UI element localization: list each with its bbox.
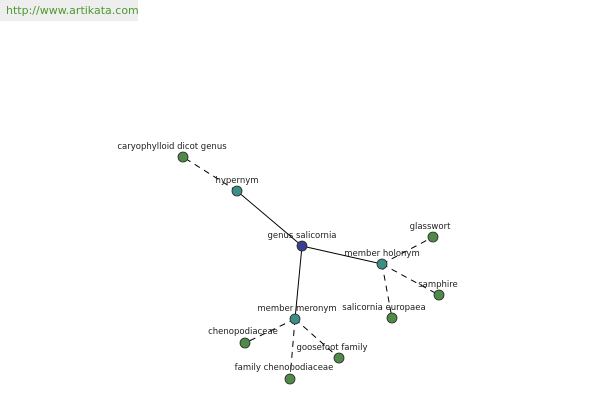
label-genus-salicornia: genus salicornia	[267, 231, 336, 241]
label-samphire: samphire	[418, 280, 458, 290]
edge-member-holonym-to-glasswort	[381, 236, 434, 265]
edge-member-meronym-to-chenopodiaceae	[244, 318, 296, 344]
edge-genus-salicornia-to-hypernym	[236, 190, 303, 247]
node-member-meronym[interactable]	[289, 313, 301, 325]
label-caryophylloid-dicot-genus: caryophylloid dicot genus	[117, 142, 227, 152]
label-family-chenopodiaceae: family chenopodiaceae	[235, 363, 334, 373]
graph-nodes	[177, 151, 445, 385]
edge-genus-salicornia-to-member-holonym	[301, 245, 383, 265]
graph-edges	[182, 156, 440, 380]
label-member-holonym: member holonym	[344, 249, 419, 259]
node-caryophylloid-dicot-genus[interactable]	[177, 151, 189, 163]
node-member-holonym[interactable]	[376, 258, 388, 270]
node-family-chenopodiaceae[interactable]	[284, 373, 296, 385]
label-chenopodiaceae: chenopodiaceae	[208, 327, 278, 337]
node-salicornia-europaea[interactable]	[386, 312, 398, 324]
label-member-meronym: member meronym	[257, 304, 336, 314]
site-url-link[interactable]: http://www.artikata.com	[0, 0, 139, 21]
node-hypernym[interactable]	[231, 185, 243, 197]
edge-genus-salicornia-to-member-meronym	[294, 245, 303, 320]
edge-member-meronym-to-goosefoot-family	[294, 318, 340, 359]
graph-labels: genus salicornia hypernym member holonym me…	[117, 142, 457, 373]
label-glasswort: glasswort	[410, 222, 451, 232]
node-glasswort[interactable]	[427, 231, 439, 243]
label-hypernym: hypernym	[215, 176, 258, 186]
label-salicornia-europaea: salicornia europaea	[342, 303, 425, 313]
node-samphire[interactable]	[433, 289, 445, 301]
node-goosefoot-family[interactable]	[333, 352, 345, 364]
node-genus-salicornia[interactable]	[296, 240, 308, 252]
label-goosefoot-family: goosefoot family	[296, 343, 367, 353]
node-chenopodiaceae[interactable]	[239, 337, 251, 349]
edge-member-holonym-to-salicornia-europaea	[381, 263, 393, 319]
